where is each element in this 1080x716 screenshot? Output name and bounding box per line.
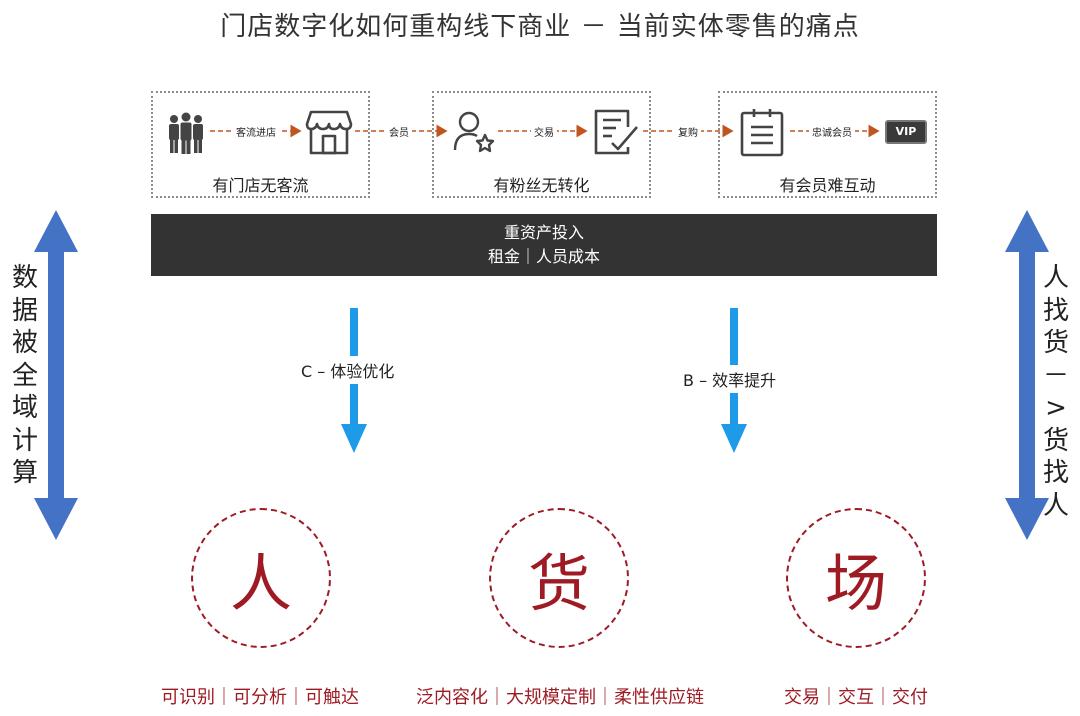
stage-box-hard-interaction [718,91,937,198]
circle-goods: 货 [489,508,629,648]
stage-label-1: 有门店无客流 [212,176,309,195]
right-char: 找 [1042,458,1069,488]
flow-label-traffic: 客流进店 [233,124,279,139]
flow-label-repurchase: 复购 [675,124,701,139]
checklist-icon [594,109,638,155]
left-double-arrow [34,210,78,540]
caption-place: 交易｜交互｜交付 [784,687,928,708]
caption-goods: 泛内容化｜大规模定制｜柔性供应链 [416,687,704,708]
right-char: 人 [1042,263,1069,293]
fan-star-icon [453,111,495,153]
cost-bar-line2: 租金｜人员成本 [487,247,600,266]
right-char: 货 [1042,425,1069,456]
label-efficiency-improvement: B – 效率提升 [679,365,781,393]
right-double-arrow [1005,210,1049,540]
caption-people: 可识别｜可分析｜可触达 [161,687,359,708]
flow-label-member: 会员 [386,124,412,139]
store-icon [305,110,353,155]
left-side-text: 数 据 被 全 域 计 算 [9,262,41,490]
page-title: 门店数字化如何重构线下商业 － 当前实体零售的痛点 [220,12,860,42]
circle-people: 人 [191,508,331,648]
left-char: 算 [11,458,38,488]
left-char: 域 [11,393,38,423]
right-char: 货 [1042,328,1069,358]
left-char: 据 [11,295,38,326]
circle-place: 场 [786,508,926,648]
left-char: 计 [11,425,38,456]
document-icon [740,109,784,157]
crowd-icon [169,112,203,154]
label-experience-optimization: C – 体验优化 [297,356,399,384]
right-side-text: 人 找 货 － > 货 找 人 [1040,262,1072,522]
left-char: 全 [11,360,38,391]
stage-box-no-conversion [432,91,651,198]
stage-label-2: 有粉丝无转化 [493,176,590,195]
flow-label-loyal-member: 忠诚会员 [809,124,855,139]
left-char: 数 [11,263,38,293]
cost-bar: 重资产投入 租金｜人员成本 [151,214,937,276]
left-char: 被 [11,328,38,358]
cost-bar-line1: 重资产投入 [503,223,584,242]
flow-label-trade: 交易 [531,124,557,139]
right-char: 找 [1042,295,1069,326]
vip-card-icon: VIP [885,120,927,144]
stage-label-3: 有会员难互动 [779,176,876,195]
stage-box-no-traffic [151,91,370,198]
right-char: > [1045,393,1067,423]
right-char: 人 [1042,490,1069,521]
right-char: － [1042,360,1069,391]
